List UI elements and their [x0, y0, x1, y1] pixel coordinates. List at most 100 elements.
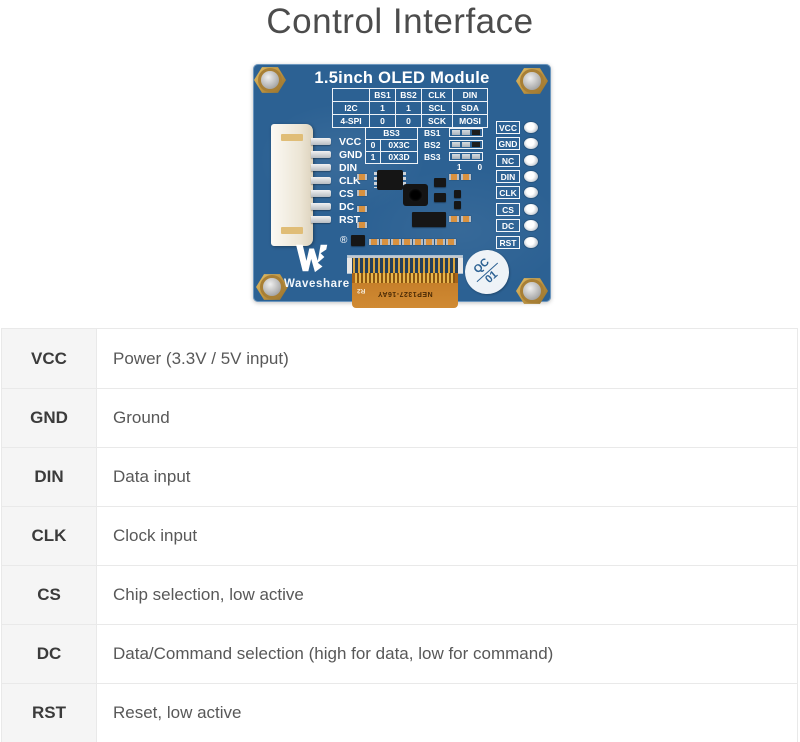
- mode-cell: 1: [370, 102, 395, 114]
- mode-cell: SDA: [453, 102, 487, 114]
- pin-hole: [524, 187, 538, 198]
- mode-cell: 0: [396, 115, 421, 127]
- table-row: CS Chip selection, low active: [2, 565, 797, 624]
- mode-cell: SCK: [422, 115, 452, 127]
- connector-pin: [311, 203, 331, 210]
- mode-cell: I2C: [333, 102, 369, 114]
- smd-component: [391, 239, 401, 245]
- bs3-cell: 0X3C: [381, 140, 417, 151]
- mode-cell: 4-SPI: [333, 115, 369, 127]
- jumper-bs3: BS3: [424, 151, 483, 162]
- right-pin-label: DIN: [496, 170, 520, 183]
- smd-component: [402, 239, 412, 245]
- pin-description-table: VCC Power (3.3V / 5V input) GND Ground D…: [1, 328, 798, 742]
- smd-component: [454, 201, 461, 209]
- brand-name: Waveshare: [284, 278, 350, 290]
- connector-pin: [311, 190, 331, 197]
- interface-mode-table: BS1 BS2 CLK DIN I2C 1 1 SCL SDA 4-SPI 0 …: [332, 88, 488, 128]
- pin-name: DC: [2, 625, 97, 683]
- standoff-screw: [254, 67, 286, 93]
- jumper-label: BS2: [424, 139, 441, 150]
- connector-pin: [311, 151, 331, 158]
- mode-cell: CLK: [422, 89, 452, 101]
- pin-hole: [524, 171, 538, 182]
- mode-cell: MOSI: [453, 115, 487, 127]
- jumper-scale-marks: 1 0: [457, 163, 490, 172]
- left-pin-label: CLK: [339, 175, 361, 187]
- table-row: VCC Power (3.3V / 5V input): [2, 329, 797, 388]
- jumper-label: BS3: [424, 151, 441, 162]
- pin-name: DIN: [2, 448, 97, 506]
- pin-name: VCC: [2, 329, 97, 388]
- jumper-pads: [449, 128, 483, 137]
- right-pin-label: RST: [496, 236, 520, 249]
- bs3-cell: 0X3D: [381, 152, 417, 163]
- standoff-screw: [256, 274, 288, 300]
- smd-inductor: [403, 184, 428, 206]
- pin-description: Ground: [97, 389, 797, 447]
- flex-cable: NEP1327-16AY R2: [352, 273, 458, 308]
- bs3-cell: 1: [366, 152, 380, 163]
- right-pin-label: CS: [496, 203, 520, 216]
- smd-component: [357, 206, 367, 212]
- pin-name: RST: [2, 684, 97, 742]
- smd-component: [434, 193, 446, 202]
- pin-hole: [524, 122, 538, 133]
- smd-ic: [412, 212, 446, 227]
- smd-component: [413, 239, 423, 245]
- right-pin-label: DC: [496, 219, 520, 232]
- fpc-connector: [347, 255, 463, 274]
- pin-hole: [524, 220, 538, 231]
- smd-component: [434, 178, 446, 187]
- page-title: Control Interface: [266, 2, 534, 41]
- mode-cell: BS2: [396, 89, 421, 101]
- left-pin-label: GND: [339, 149, 363, 161]
- right-pin-label: GND: [496, 137, 520, 150]
- smd-component: [461, 216, 471, 222]
- jst-connector: [271, 124, 313, 246]
- standoff-screw: [516, 278, 548, 304]
- smd-component: [357, 190, 367, 196]
- pin-description: Data input: [97, 448, 797, 506]
- left-pin-label: CS: [339, 188, 354, 200]
- mode-cell: 1: [396, 102, 421, 114]
- mode-cell: 0: [370, 115, 395, 127]
- board-title: 1.5inch OLED Module: [314, 69, 490, 87]
- smd-component: [424, 239, 434, 245]
- pin-description: Clock input: [97, 507, 797, 565]
- bs3-address-table: BS3 0 0X3C 1 0X3D: [365, 127, 418, 164]
- connector-pin: [311, 138, 331, 145]
- left-pin-label: VCC: [339, 136, 362, 148]
- flex-cable-label: NEP1327-16AY: [377, 290, 433, 297]
- jumper-bs2: BS2: [424, 139, 483, 150]
- bs3-header: BS3: [366, 128, 417, 139]
- table-row: DC Data/Command selection (high for data…: [2, 624, 797, 683]
- smd-component: [454, 190, 461, 198]
- waveshare-logo-icon: [296, 244, 328, 273]
- mode-cell: DIN: [453, 89, 487, 101]
- pin-name: GND: [2, 389, 97, 447]
- jumper-pads: [449, 152, 483, 161]
- smd-component: [461, 174, 471, 180]
- pin-hole: [524, 155, 538, 166]
- left-pin-label: RST: [339, 214, 360, 226]
- pin-description: Reset, low active: [97, 684, 797, 742]
- bs3-cell: 0: [366, 140, 380, 151]
- table-row: RST Reset, low active: [2, 683, 797, 742]
- left-pin-label: DIN: [339, 162, 358, 174]
- smd-component: [357, 174, 367, 180]
- smd-component: [449, 216, 459, 222]
- flex-cable-mark: R2: [357, 287, 366, 294]
- registered-mark: ®: [340, 235, 348, 246]
- right-pin-label: NC: [496, 154, 520, 167]
- pin-description: Data/Command selection (high for data, l…: [97, 625, 797, 683]
- smd-component: [449, 174, 459, 180]
- pin-name: CLK: [2, 507, 97, 565]
- smd-component: [435, 239, 445, 245]
- jumper-pads: [449, 140, 483, 149]
- pin-description: Chip selection, low active: [97, 566, 797, 624]
- brand-block: ® Waveshare: [284, 235, 362, 290]
- left-pin-label: DC: [339, 201, 355, 213]
- smd-component: [380, 239, 390, 245]
